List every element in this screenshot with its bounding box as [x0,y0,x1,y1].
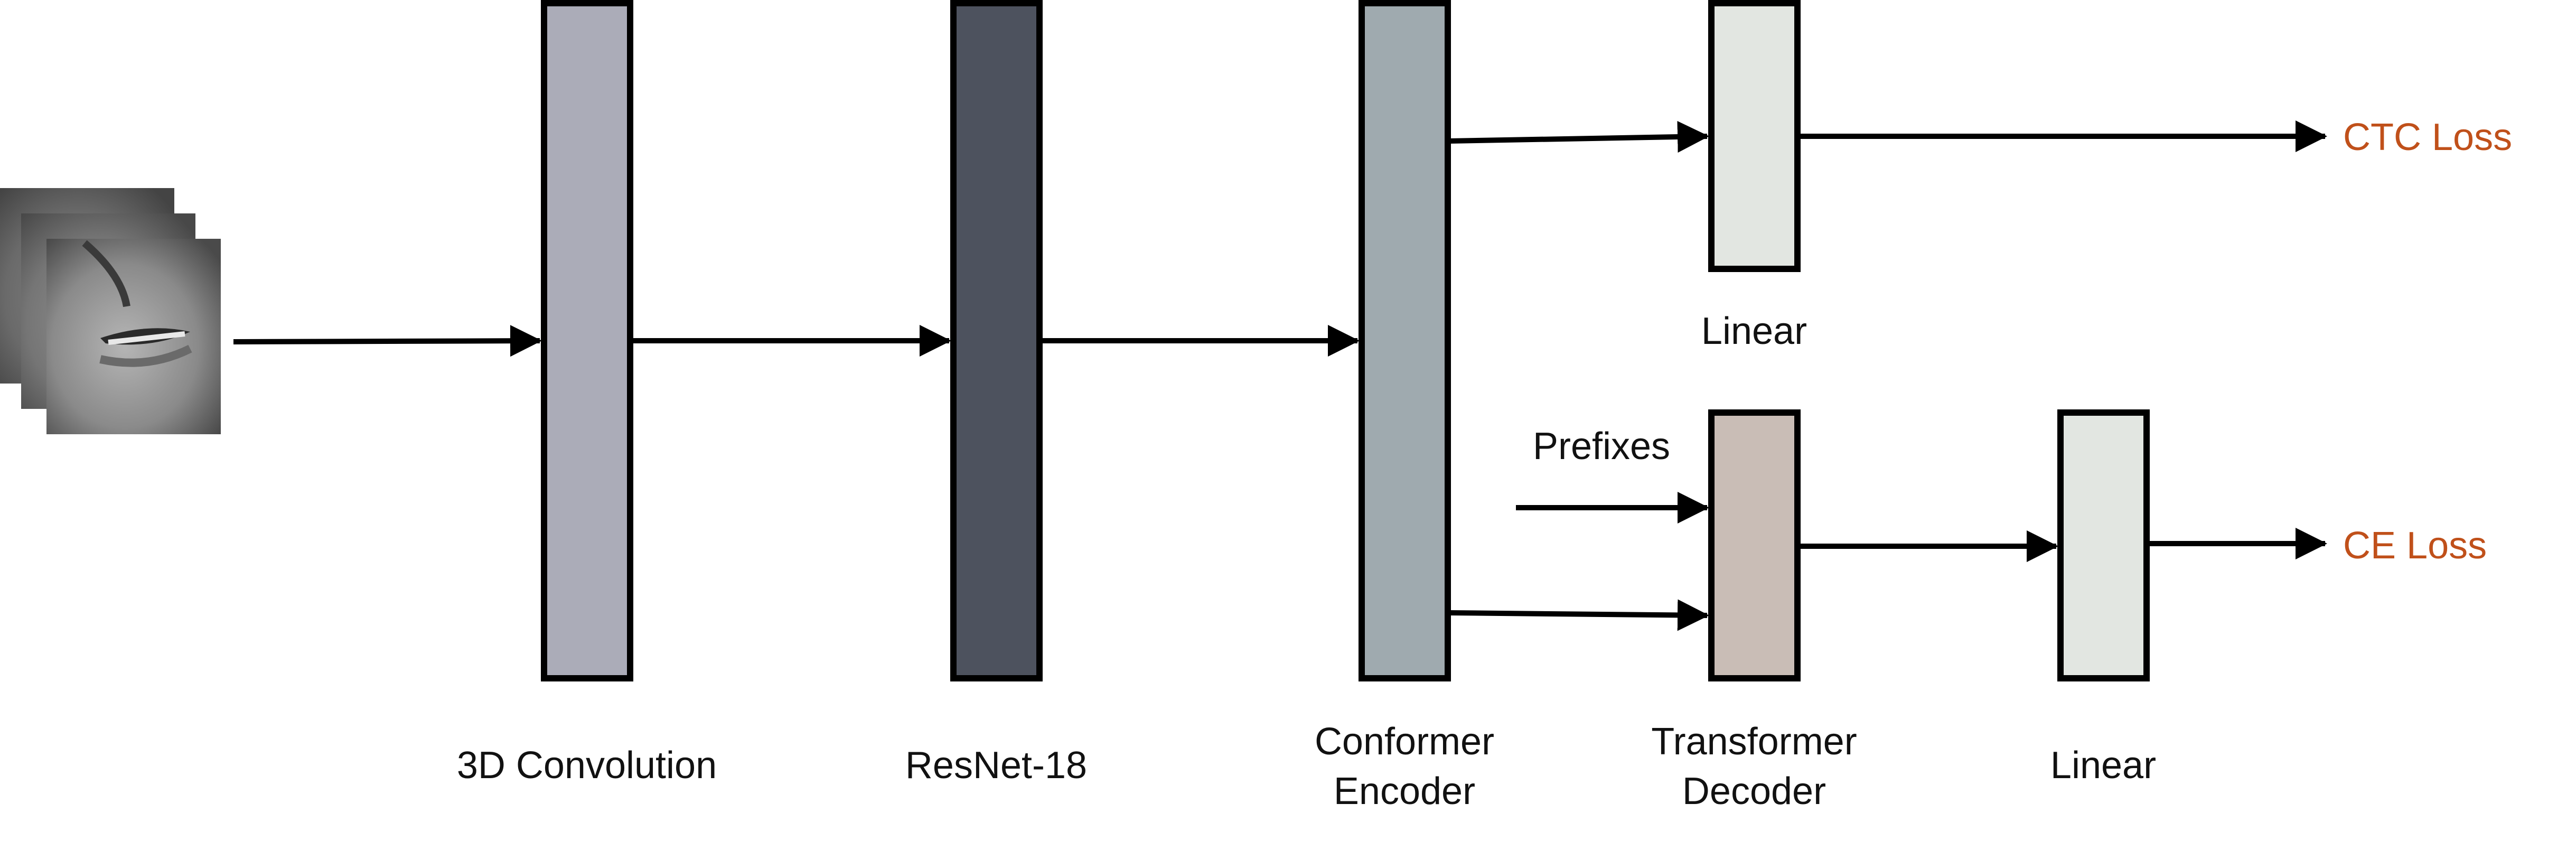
decoder-label-line-1: Transformer [1651,721,1857,763]
arrow-input-to-conv3d [233,325,542,357]
linear-top-label: Linear [1701,310,1807,352]
arrow-conformer-to-decoder [1447,599,1709,631]
conformer-encoder-block [1359,0,1451,681]
linear-block-bottom [2057,409,2150,681]
prefixes-label: Prefixes [1533,425,1670,468]
arrow-conformer-to-linear-top [1447,121,1709,153]
conformer-label-line-2: Encoder [1334,770,1475,812]
ctc-loss-label: CTC Loss [2343,116,2512,158]
ce-loss-label: CE Loss [2343,525,2487,567]
conformer-label-line-1: Conformer [1315,721,1494,763]
decoder-label-line-2: Decoder [1682,770,1826,812]
linear-block-top [1708,0,1801,272]
transformer-decoder-block [1708,409,1801,681]
linear-bottom-label: Linear [2050,744,2156,787]
input-frame-front [46,239,221,434]
resnet-label: ResNet-18 [905,744,1087,787]
resnet-block [950,0,1043,681]
conv3d-label: 3D Convolution [457,744,717,787]
conv3d-block [541,0,633,681]
mouth-frames-icon [0,188,221,434]
